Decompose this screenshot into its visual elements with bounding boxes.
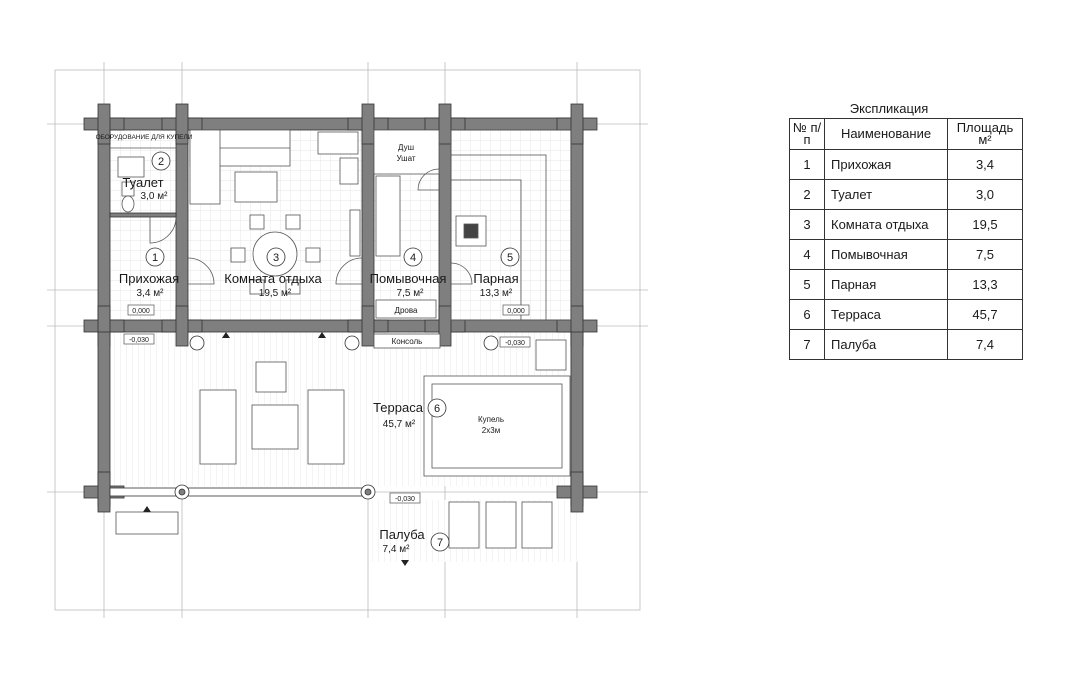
row-area: 19,5 (947, 209, 1023, 240)
row-num: 1 (789, 149, 825, 180)
header-num: № п/п (789, 118, 825, 150)
table-row: 3 Комната отдыха 19,5 (789, 209, 1023, 240)
room-7-name: Палуба (379, 527, 425, 542)
section-markers (143, 332, 409, 566)
row-name: Прихожая (824, 149, 948, 180)
table-row: 7 Палуба 7,4 (789, 329, 1023, 360)
room-6-name: Терраса (373, 400, 424, 415)
font-label: Купель (478, 415, 504, 424)
table-row: 4 Помывочная 7,5 (789, 239, 1023, 270)
row-area: 7,4 (947, 329, 1023, 360)
room-2-name: Туалет (122, 175, 163, 190)
row-area: 7,5 (947, 239, 1023, 270)
row-num: 5 (789, 269, 825, 300)
room-5-name: Парная (473, 271, 518, 286)
room-3-number: 3 (273, 252, 279, 264)
level-terrace-left: -0,030 (129, 337, 149, 344)
room-3-area: 19,5 м² (259, 288, 292, 299)
row-name: Помывочная (824, 239, 948, 270)
row-num: 7 (789, 329, 825, 360)
row-name: Комната отдыха (824, 209, 948, 240)
room-5-area: 13,3 м² (480, 288, 513, 299)
room-6-area: 45,7 м² (383, 419, 416, 430)
log-walls (83, 103, 598, 513)
table-row: 6 Терраса 45,7 (789, 299, 1023, 330)
room-7-area: 7,4 м² (383, 544, 411, 555)
room-7-number: 7 (437, 537, 443, 549)
explication-title: Экспликация (849, 101, 929, 116)
row-area: 45,7 (947, 299, 1023, 330)
row-area: 13,3 (947, 269, 1023, 300)
room-4-area: 7,5 м² (397, 288, 425, 299)
level-marks (123, 304, 531, 504)
row-name: Палуба (824, 329, 948, 360)
room-markers (145, 151, 520, 552)
row-num: 4 (789, 239, 825, 270)
table-row: 2 Туалет 3,0 (789, 179, 1023, 210)
row-area: 3,4 (947, 149, 1023, 180)
room-6-number: 6 (434, 403, 440, 415)
firewood-label: Дрова (395, 306, 418, 315)
level-terrace-right: -0,030 (505, 340, 525, 347)
row-name: Туалет (824, 179, 948, 210)
room-2-number: 2 (158, 156, 164, 168)
level-steam-room: 0,000 (507, 308, 525, 315)
room-2-area: 3,0 м² (141, 191, 169, 202)
table-row: 1 Прихожая 3,4 (789, 149, 1023, 180)
room-5-number: 5 (507, 252, 513, 264)
row-num: 3 (789, 209, 825, 240)
table-row: 5 Парная 13,3 (789, 269, 1023, 300)
row-num: 2 (789, 179, 825, 210)
level-deck: -0,030 (395, 496, 415, 503)
room-1-area: 3,4 м² (137, 288, 165, 299)
level-hall: 0,000 (132, 308, 150, 315)
row-name: Терраса (824, 299, 948, 330)
room-4-name: Помывочная (370, 271, 447, 286)
shower-label: Душ (398, 143, 414, 152)
furniture (110, 129, 572, 549)
header-area-label: Площадь (956, 120, 1014, 135)
row-num: 6 (789, 299, 825, 330)
room-1-number: 1 (152, 252, 158, 264)
equipment-label: ОБОРУДОВАНИЕ ДЛЯ КУПЕЛИ (96, 134, 193, 141)
row-area: 3,0 (947, 179, 1023, 210)
console-label: Консоль (392, 337, 423, 346)
room-4-number: 4 (410, 252, 416, 264)
header-area-unit: м² (978, 132, 992, 147)
font-size-label: 2х3м (482, 426, 500, 435)
terrace-beam (109, 335, 499, 500)
header-name: Наименование (824, 118, 948, 150)
row-name: Парная (824, 269, 948, 300)
doors (149, 168, 473, 285)
tub-label: Ушат (396, 154, 415, 163)
room-3-name: Комната отдыха (224, 271, 322, 286)
room-1-name: Прихожая (119, 271, 179, 286)
